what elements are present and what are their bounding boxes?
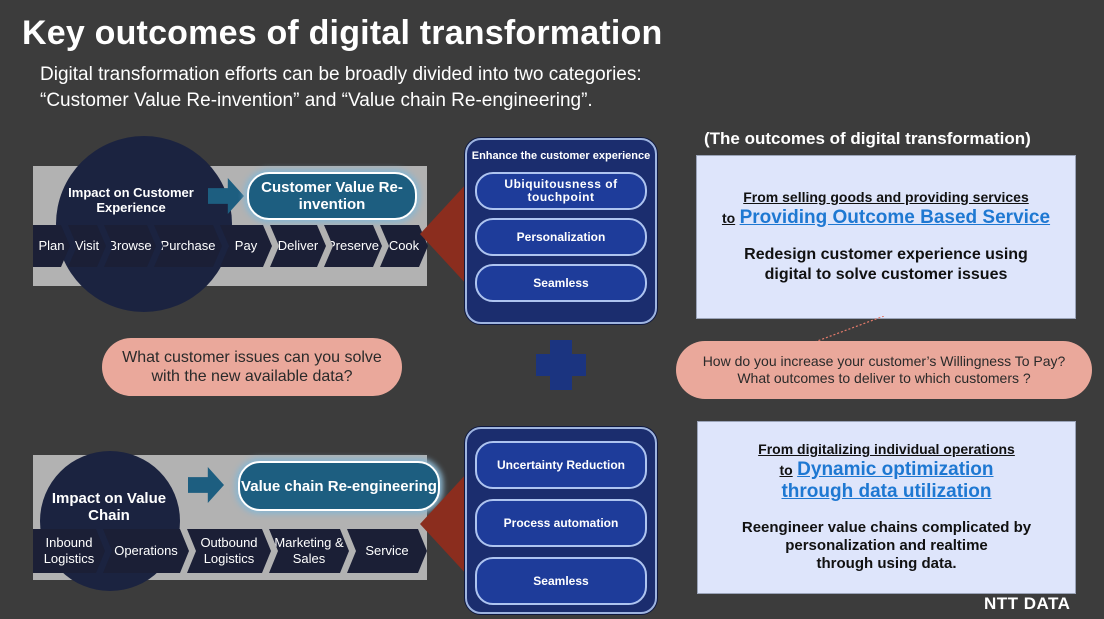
outcome-body-text: Redesign customer experience using digit… [744, 246, 1028, 283]
outcome-body-line1: Reengineer value chains complicated by [741, 519, 1032, 536]
plus-icon-bar [536, 354, 586, 376]
value-step-operations: Operations [103, 529, 189, 573]
slide-title: Key outcomes of digital transformation [22, 14, 663, 52]
panel-item-personalization: Personalization [475, 218, 647, 256]
outcome-from-text: From selling goods and providing service… [743, 189, 1029, 205]
customer-experience-panel: Enhance the customer experience Ubiquito… [465, 138, 657, 324]
ntt-data-logo: NTT DATA [984, 594, 1071, 613]
panel-item-seamless: Seamless [475, 557, 647, 605]
journey-step-deliver: Deliver [270, 225, 326, 267]
value-chain-panel: Uncertainty Reduction Process automation… [465, 427, 657, 614]
question-bubble-right: How do you increase your customer’s Will… [676, 341, 1092, 399]
value-chain-reengineering-pill: Value chain Re-engineering [238, 461, 440, 511]
outcome-box-value-chain: From digitalizing individual operations … [697, 421, 1076, 594]
panel-item-process-automation: Process automation [475, 499, 647, 547]
connector-top [420, 182, 468, 286]
panel-heading: Enhance the customer experience [471, 150, 651, 162]
question-bubble-left: What customer issues can you solve with … [102, 338, 402, 396]
outcome-body-line3: through using data. [816, 555, 957, 572]
outcome-to-prefix: to [721, 210, 736, 226]
outcome-body-line2: personalization and realtime [785, 537, 988, 554]
outcome-from-text: From digitalizing individual operations [758, 441, 1015, 457]
outcome-link-outcome-based-service[interactable]: Providing Outcome Based Service [739, 207, 1051, 228]
panel-item-uncertainty-reduction: Uncertainty Reduction [475, 441, 647, 489]
outcome-link-dynamic-optimization[interactable]: Dynamic optimization [797, 459, 994, 480]
question-left-line2: with the new available data? [151, 368, 353, 385]
journey-step-purchase: Purchase [154, 225, 222, 267]
outcome-to-line: to Dynamic optimization [698, 459, 1075, 481]
outcome-box-customer: From selling goods and providing service… [696, 155, 1076, 319]
customer-impact-circle [56, 136, 232, 312]
outcome-to-prefix: to [779, 462, 793, 478]
value-step-inbound-logistics: Inbound Logistics [33, 529, 105, 573]
question-right-line2: What outcomes to deliver to which custom… [737, 370, 1031, 386]
outcome-to-line: to Providing Outcome Based Service [697, 207, 1075, 229]
panel-item-ubiquitousness: Ubiquitousness of touchpoint [475, 172, 647, 210]
panel-item-seamless: Seamless [475, 264, 647, 302]
outcome-body-text: Reengineer value chains complicated by p… [698, 519, 1075, 573]
value-step-marketing-sales: Marketing & Sales [269, 529, 349, 573]
customer-value-reinvention-pill: Customer Value Re-invention [247, 172, 417, 220]
slide-subtitle-line2: “Customer Value Re-invention” and “Value… [40, 90, 593, 111]
customer-impact-label: Impact on Customer Experience [68, 185, 194, 215]
question-left-line1: What customer issues can you solve [122, 349, 382, 366]
value-step-outbound-logistics: Outbound Logistics [187, 529, 271, 573]
value-step-service: Service [347, 529, 427, 573]
journey-step-preserve: Preserve [324, 225, 382, 267]
question-right-line1: How do you increase your customer’s Will… [702, 353, 1066, 369]
slide-subtitle-line1: Digital transformation efforts can be br… [40, 64, 642, 85]
outcomes-title: (The outcomes of digital transformation) [704, 129, 1031, 148]
outcome-link-data-utilization[interactable]: through data utilization [781, 481, 992, 502]
value-chain-impact-label: Impact on Value Chain [51, 490, 167, 525]
journey-step-plan: Plan [33, 225, 70, 267]
